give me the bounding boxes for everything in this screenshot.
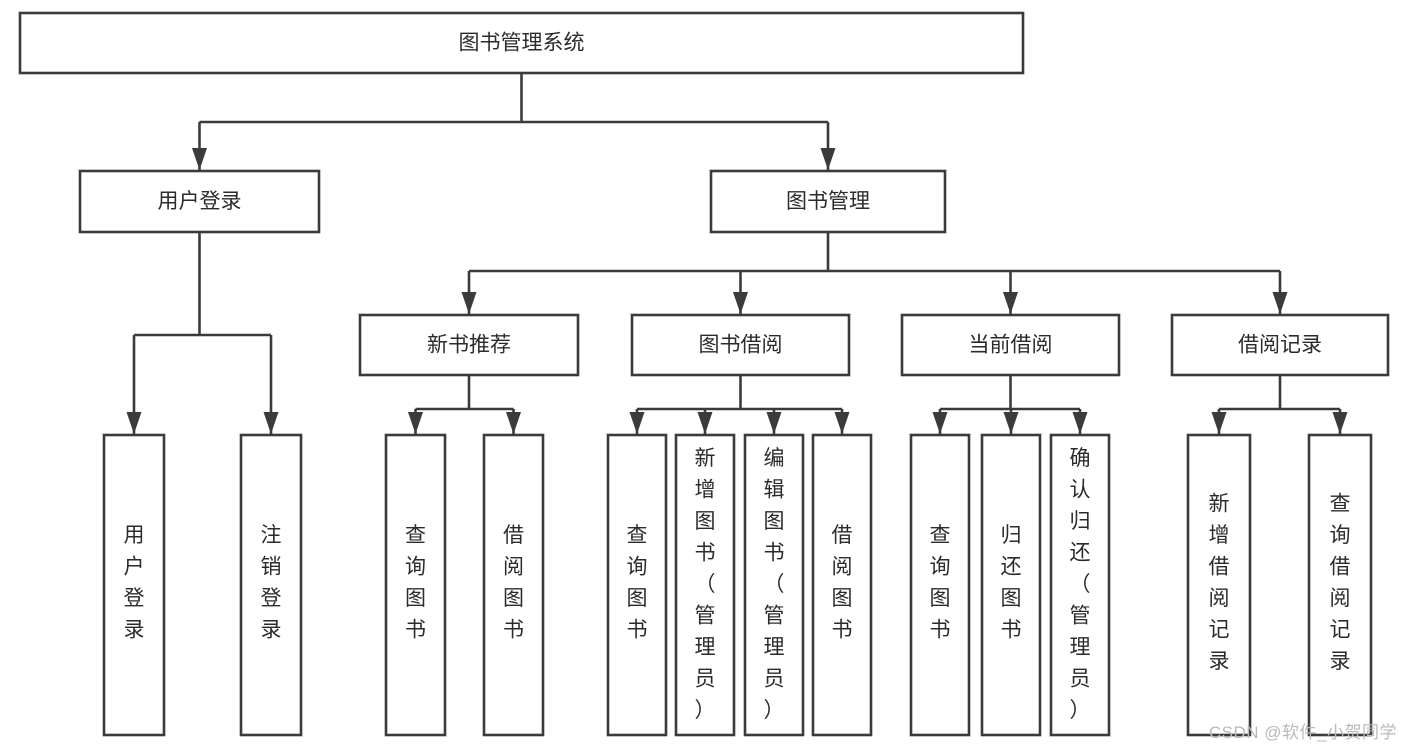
- node-leaf-query-book-1-label: 查询图书: [405, 524, 426, 642]
- node-leaf-user-login[interactable]: 用户登录: [102, 433, 166, 737]
- node-new-book-recommend-label: 新书推荐: [427, 334, 511, 357]
- node-book-manage-box[interactable]: [709, 169, 947, 234]
- arrow-head: [506, 412, 521, 434]
- arrow-head: [461, 292, 477, 314]
- node-leaf-query-book-2-label: 查询图书: [627, 524, 648, 642]
- node-leaf-query-book-1-box[interactable]: [384, 433, 447, 737]
- arrow-head: [697, 412, 713, 434]
- node-layer: 图书管理系统用户登录图书管理新书推荐图书借阅当前借阅借阅记录用户登录注销登录查询…: [18, 11, 1390, 737]
- arrow-head: [1072, 412, 1088, 434]
- node-leaf-query-book-3[interactable]: 查询图书: [909, 433, 971, 737]
- node-leaf-query-record[interactable]: 查询借阅记录: [1307, 433, 1373, 737]
- node-new-book-recommend-box[interactable]: [358, 313, 580, 377]
- node-user-login-label: 用户登录: [158, 190, 242, 213]
- arrow-head: [820, 148, 836, 170]
- arrow-head: [192, 148, 207, 170]
- arrow-head: [766, 412, 782, 434]
- node-leaf-query-book-2[interactable]: 查询图书: [606, 433, 668, 737]
- node-leaf-query-book-2-box[interactable]: [606, 433, 668, 737]
- node-leaf-edit-book-box[interactable]: [743, 433, 805, 737]
- node-leaf-borrow-book-1[interactable]: 借阅图书: [482, 433, 545, 737]
- arrow-head: [1332, 412, 1348, 434]
- node-leaf-borrow-book-2[interactable]: 借阅图书: [811, 433, 873, 737]
- node-leaf-query-book-1[interactable]: 查询图书: [384, 433, 447, 737]
- arrow-head: [1272, 292, 1288, 314]
- node-borrow-record-box[interactable]: [1170, 313, 1390, 377]
- node-borrow-record[interactable]: 借阅记录: [1170, 313, 1390, 377]
- node-leaf-borrow-book-2-box[interactable]: [811, 433, 873, 737]
- arrow-head: [834, 412, 850, 434]
- node-book-manage-label: 图书管理: [786, 190, 870, 213]
- node-leaf-return-book-box[interactable]: [980, 433, 1042, 737]
- node-leaf-confirm-return[interactable]: 确认归还（管理员）: [1049, 433, 1111, 737]
- node-new-book-recommend[interactable]: 新书推荐: [358, 313, 580, 377]
- arrow-head: [263, 412, 279, 434]
- node-leaf-user-login-box[interactable]: [102, 433, 166, 737]
- node-leaf-edit-book-label: 编辑图书（管理员）: [764, 447, 785, 722]
- node-leaf-confirm-return-box[interactable]: [1049, 433, 1111, 737]
- node-leaf-query-record-box[interactable]: [1307, 433, 1373, 737]
- node-current-borrow-box[interactable]: [900, 313, 1121, 377]
- node-borrow-record-label: 借阅记录: [1238, 334, 1322, 357]
- node-leaf-confirm-return-label: 确认归还（管理员）: [1070, 447, 1091, 722]
- node-leaf-add-record[interactable]: 新增借阅记录: [1186, 433, 1252, 737]
- node-leaf-add-book-box[interactable]: [674, 433, 736, 737]
- arrow-head: [629, 412, 645, 434]
- arrow-head: [733, 292, 748, 314]
- node-leaf-return-book-label: 归还图书: [1001, 524, 1022, 642]
- arrow-head: [1003, 292, 1018, 314]
- arrow-head: [1003, 412, 1019, 434]
- node-leaf-add-record-box[interactable]: [1186, 433, 1252, 737]
- node-leaf-add-book[interactable]: 新增图书（管理员）: [674, 433, 736, 737]
- node-leaf-logout-box[interactable]: [239, 433, 303, 737]
- node-root-box[interactable]: [18, 11, 1025, 75]
- node-book-manage[interactable]: 图书管理: [709, 169, 947, 234]
- arrow-head: [408, 412, 423, 434]
- node-leaf-borrow-book-1-box[interactable]: [482, 433, 545, 737]
- node-leaf-query-book-3-label: 查询图书: [930, 524, 951, 642]
- node-book-borrow-label: 图书借阅: [699, 334, 783, 357]
- node-leaf-logout-label: 注销登录: [261, 524, 282, 642]
- arrow-head: [932, 412, 948, 434]
- node-root[interactable]: 图书管理系统: [18, 11, 1025, 75]
- node-book-borrow[interactable]: 图书借阅: [630, 313, 851, 377]
- node-leaf-return-book[interactable]: 归还图书: [980, 433, 1042, 737]
- node-leaf-logout[interactable]: 注销登录: [239, 433, 303, 737]
- node-leaf-borrow-book-1-label: 借阅图书: [503, 524, 524, 642]
- node-leaf-add-record-label: 新增借阅记录: [1209, 493, 1230, 674]
- arrow-head: [1211, 412, 1227, 434]
- node-book-borrow-box[interactable]: [630, 313, 851, 377]
- arrow-head: [126, 412, 142, 434]
- node-leaf-query-record-label: 查询借阅记录: [1330, 493, 1351, 674]
- node-user-login-box[interactable]: [78, 169, 321, 234]
- node-leaf-borrow-book-2-label: 借阅图书: [832, 524, 853, 642]
- node-user-login[interactable]: 用户登录: [78, 169, 321, 234]
- node-leaf-add-book-label: 新增图书（管理员）: [695, 447, 716, 722]
- node-leaf-query-book-3-box[interactable]: [909, 433, 971, 737]
- node-leaf-edit-book[interactable]: 编辑图书（管理员）: [743, 433, 805, 737]
- node-root-label: 图书管理系统: [459, 32, 585, 55]
- node-current-borrow[interactable]: 当前借阅: [900, 313, 1121, 377]
- connector-layer: [126, 73, 1348, 434]
- node-current-borrow-label: 当前借阅: [969, 334, 1053, 357]
- node-leaf-user-login-label: 用户登录: [124, 524, 145, 642]
